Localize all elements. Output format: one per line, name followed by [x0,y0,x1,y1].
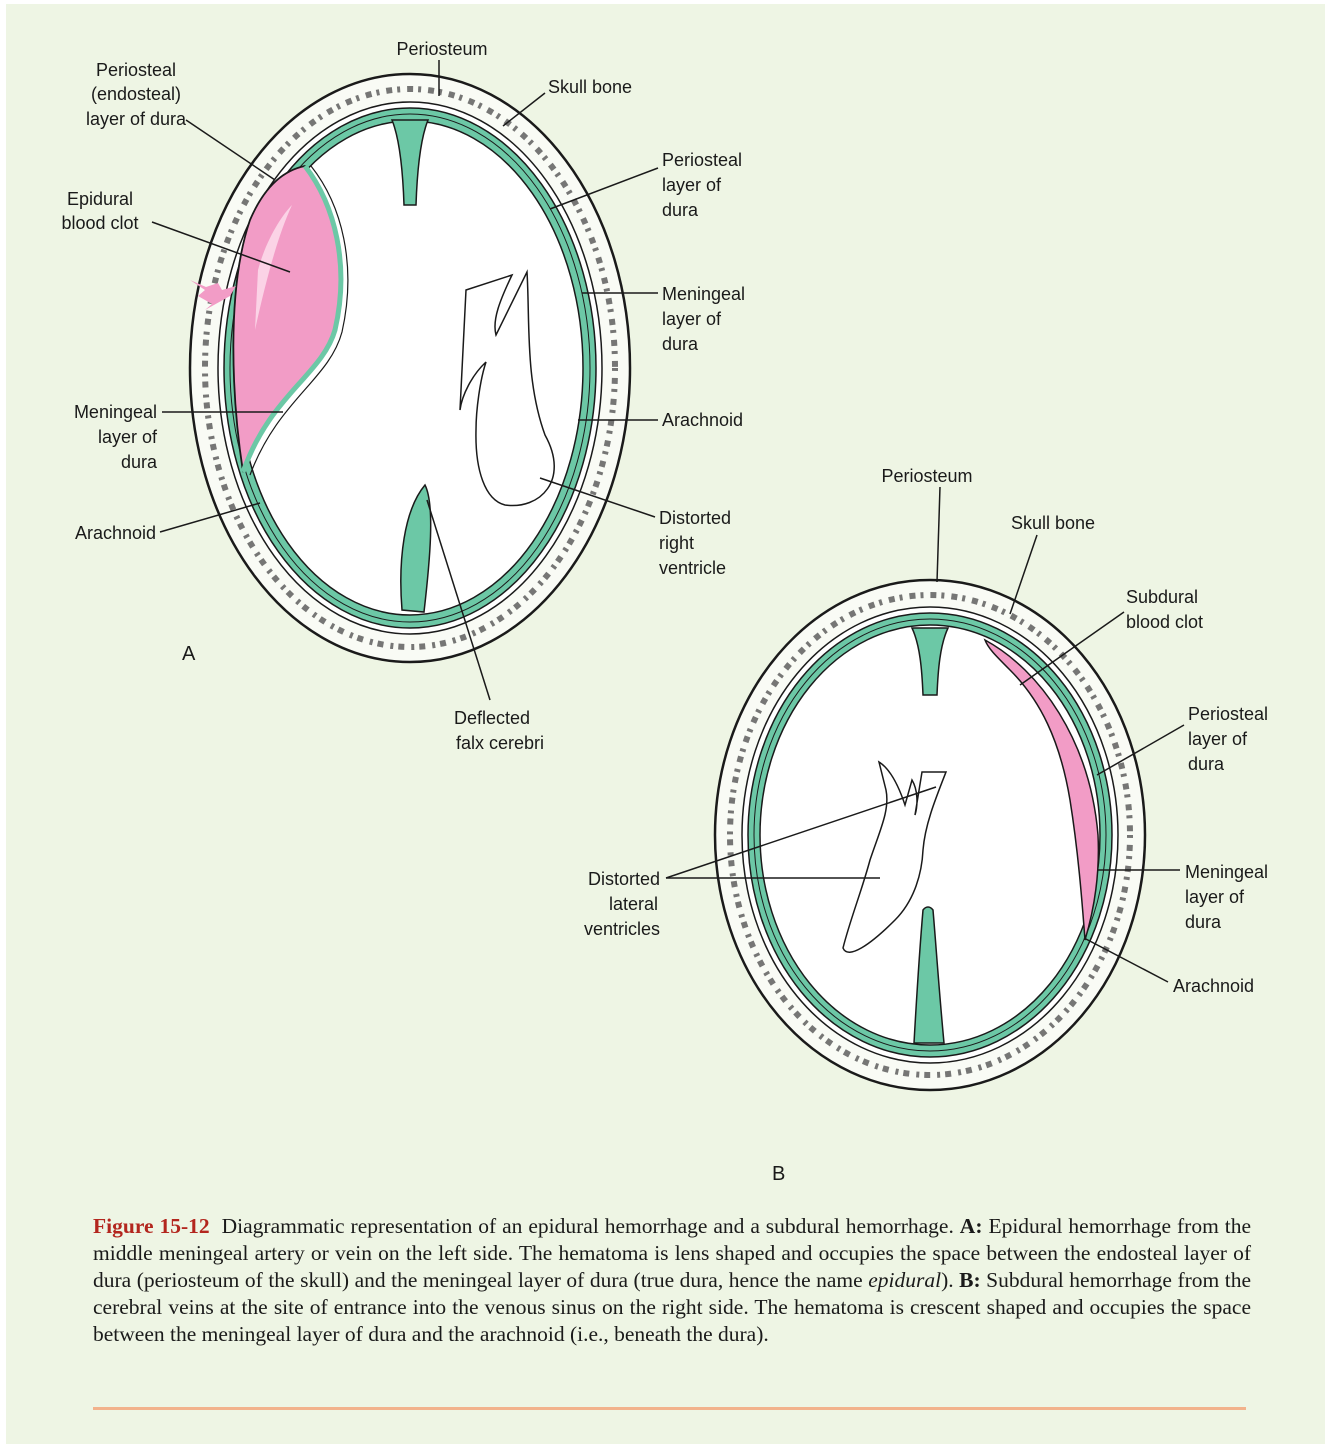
label-falx-a-1: Deflected [454,708,530,728]
panel-letter-b: B [772,1163,785,1185]
label-periosteal-b-3: dura [1188,754,1225,774]
label-periosteal-endosteal-a-3: layer of dura [86,109,187,129]
label-periosteal-endosteal-a-2: (endosteal) [91,84,181,104]
caption-a-label: A: [960,1214,983,1238]
label-ventricle-a-2: right [659,533,694,553]
label-periosteal-b-2: layer of [1188,729,1248,749]
label-meningeal-left-a-2: layer of [98,427,158,447]
anatomy-diagram: A Periosteum Skull bone Periosteal (endo… [0,0,1331,1200]
label-periosteal-right-a-1: Periosteal [662,150,742,170]
leader-skull-bone-b [1010,535,1037,614]
skull-cross-section-b: B [715,580,1145,1185]
label-arachnoid-right-a: Arachnoid [662,410,743,430]
label-periosteal-endosteal-a-1: Periosteal [96,60,176,80]
label-meningeal-b-1: Meningeal [1185,862,1268,882]
label-meningeal-b-3: dura [1185,912,1222,932]
label-periosteum-a: Periosteum [396,39,487,59]
label-subdural-b-2: blood clot [1126,612,1203,632]
label-arachnoid-left-a: Arachnoid [75,523,156,543]
label-epidural-a-2: blood clot [61,213,138,233]
label-epidural-a-1: Epidural [67,189,133,209]
label-periosteal-b-1: Periosteal [1188,704,1268,724]
label-periosteal-right-a-2: layer of [662,175,722,195]
label-meningeal-left-a-1: Meningeal [74,402,157,422]
caption-rule [93,1407,1246,1410]
label-falx-a-2: falx cerebri [456,733,544,753]
panel-letter-a: A [182,643,196,665]
label-meningeal-right-a-2: layer of [662,309,722,329]
label-ventricles-b-3: ventricles [584,919,660,939]
label-meningeal-right-a-3: dura [662,334,699,354]
label-periosteum-b: Periosteum [881,466,972,486]
label-meningeal-right-a-1: Meningeal [662,284,745,304]
label-ventricles-b-2: lateral [609,894,658,914]
label-ventricles-b-1: Distorted [588,869,660,889]
label-arachnoid-b: Arachnoid [1173,976,1254,996]
label-skull-bone-b: Skull bone [1011,513,1095,533]
label-ventricle-a-3: ventricle [659,558,726,578]
figure-number: Figure 15-12 [93,1214,210,1238]
caption-a-text-2: ). [941,1268,954,1292]
label-subdural-b-1: Subdural [1126,587,1198,607]
label-meningeal-b-2: layer of [1185,887,1245,907]
label-meningeal-left-a-3: dura [121,452,158,472]
caption-b-label: B: [959,1268,981,1292]
label-ventricle-a-1: Distorted [659,508,731,528]
caption-intro: Diagrammatic representation of an epidur… [222,1214,954,1238]
leader-periosteum-b [937,487,940,582]
label-periosteal-right-a-3: dura [662,200,699,220]
label-skull-bone-a: Skull bone [548,77,632,97]
figure-caption: Figure 15-12 Diagrammatic representation … [93,1213,1251,1348]
caption-a-italic: epidural [868,1268,941,1292]
